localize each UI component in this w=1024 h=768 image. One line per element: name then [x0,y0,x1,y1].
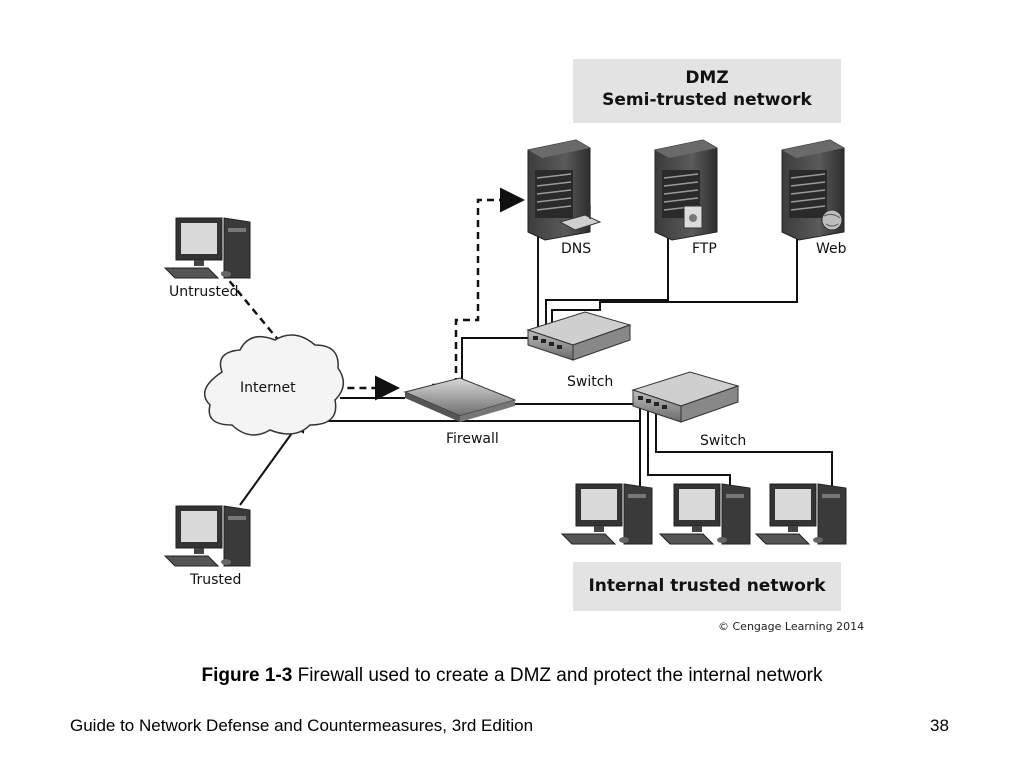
dmz-title: DMZ [685,68,729,88]
web-server-icon [781,139,845,241]
firewall-label: Firewall [446,431,499,447]
untrusted-label: Untrusted [169,284,239,300]
internal-computer-1-icon [560,483,653,545]
dns-label: DNS [561,241,592,257]
dns-server-icon [527,139,602,241]
figure-number: Figure 1-3 [201,665,293,686]
internal-computer-3-icon [754,483,847,545]
dmz-switch-icon [526,311,632,361]
untrusted-computer-icon [163,217,251,279]
internet-label: Internet [240,380,296,396]
internal-switch-icon [631,371,740,423]
dmz-switch-label: Switch [567,374,614,390]
dmz-title-box: DMZ Semi-trusted network [573,59,841,123]
dmz-subtitle: Semi-trusted network [602,90,812,110]
internal-switch-label: Switch [700,433,747,449]
internal-computer-2-icon [658,483,751,545]
ftp-server-icon [654,139,718,241]
firewall-icon [403,377,517,422]
figure-caption-text: Firewall used to create a DMZ and protec… [292,665,823,686]
page-number: 38 [930,716,949,735]
copyright-notice: © Cengage Learning 2014 [718,620,865,633]
ftp-label: FTP [692,241,717,257]
diagram-canvas [163,139,847,567]
trusted-label: Trusted [190,572,242,588]
web-label: Web [816,241,847,257]
footer-book-title: Guide to Network Defense and Countermeas… [70,716,534,735]
network-diagram: DMZ Semi-trusted network Internal truste… [163,59,865,633]
internet-cloud-icon [203,334,344,436]
trusted-computer-icon [163,505,251,567]
figure-caption: Figure 1-3 Firewall used to create a DMZ… [0,665,1024,687]
solid-connections [239,230,833,506]
internal-network-title: Internal trusted network [588,576,826,596]
internal-network-box: Internal trusted network [573,562,841,611]
